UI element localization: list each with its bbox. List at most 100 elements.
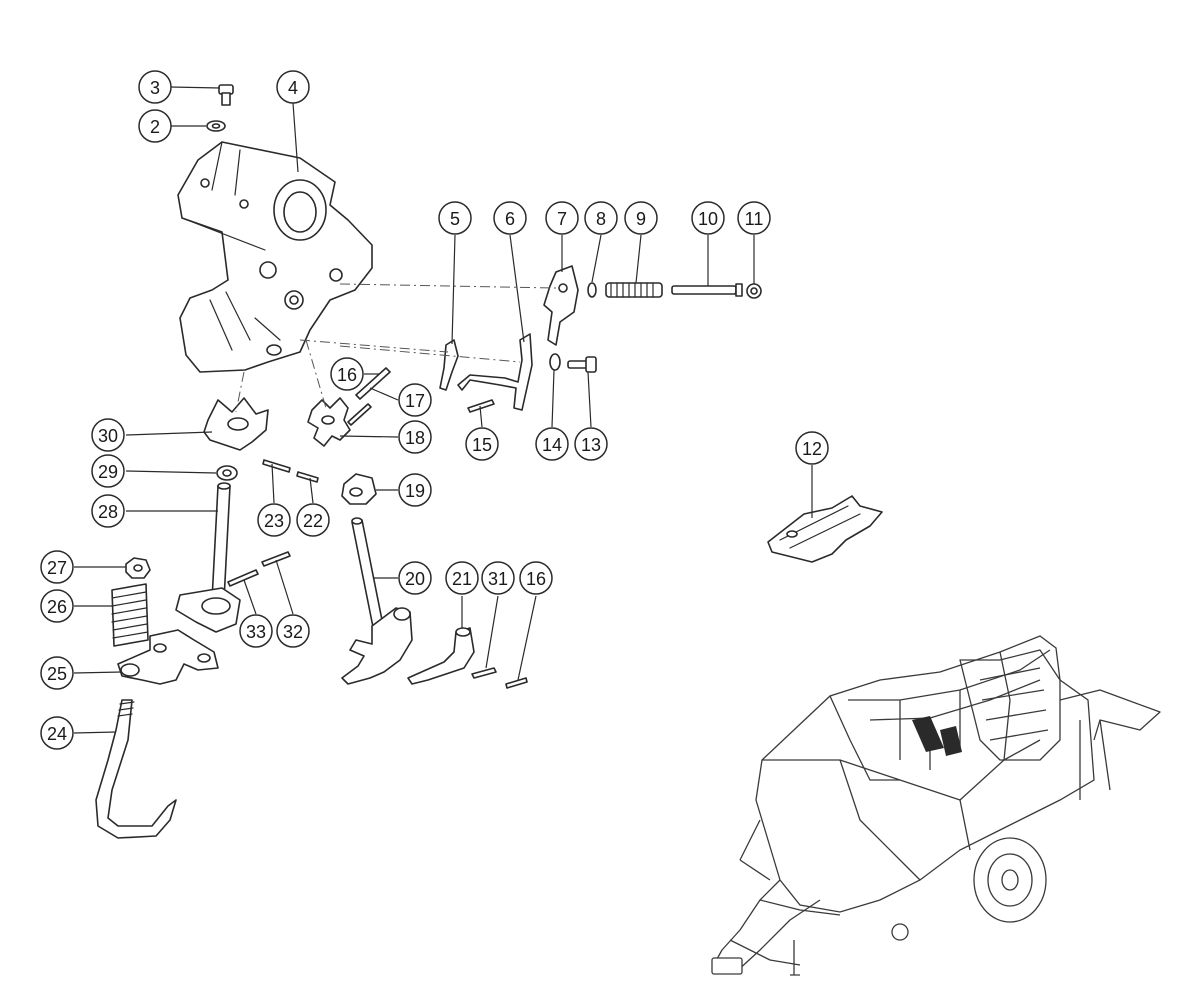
callout-number: 19 <box>405 481 425 501</box>
part-lever-21 <box>407 627 475 685</box>
part-pin-17 <box>347 367 391 426</box>
callout-circle <box>40 550 74 584</box>
callout-circle <box>138 109 172 143</box>
callout-number: 33 <box>246 622 266 642</box>
part-star-gear-18 <box>307 397 351 447</box>
callout-circle <box>737 201 771 235</box>
callout-31: 31 <box>481 561 515 595</box>
callout-number: 16 <box>526 569 546 589</box>
callout-circle <box>138 70 172 104</box>
callout-25: 25 <box>40 656 74 690</box>
callout-circle <box>257 503 291 537</box>
callout-number: 21 <box>452 569 472 589</box>
callout-6: 6 <box>493 201 527 235</box>
callout-number: 11 <box>745 209 764 229</box>
part-washer-14 <box>549 353 561 371</box>
callout-circle <box>40 656 74 690</box>
callout-number: 3 <box>150 78 160 98</box>
callout-4: 4 <box>276 70 310 104</box>
callout-16: 16 <box>330 357 364 391</box>
callout-number: 4 <box>288 78 298 98</box>
callout-9: 9 <box>624 201 658 235</box>
callout-circle <box>296 503 330 537</box>
callout-29: 29 <box>91 454 125 488</box>
callout-number: 8 <box>596 209 606 229</box>
callout-circle <box>691 201 725 235</box>
callout-number: 18 <box>405 428 425 448</box>
callout-number: 22 <box>303 511 323 531</box>
callout-circle <box>398 420 432 454</box>
callout-33: 33 <box>239 614 273 648</box>
part-long-bolt <box>671 283 743 297</box>
callout-circle <box>465 427 499 461</box>
callout-circle <box>438 201 472 235</box>
callout-circle <box>445 561 479 595</box>
callout-number: 28 <box>98 502 118 522</box>
callout-12: 12 <box>795 431 829 465</box>
callout-18: 18 <box>398 420 432 454</box>
callout-number: 5 <box>450 209 460 229</box>
callout-circle <box>535 427 569 461</box>
callout-circle <box>40 589 74 623</box>
part-star-gear-30 <box>203 397 269 451</box>
part-pins-32-33 <box>227 551 291 587</box>
callout-10: 10 <box>691 201 725 235</box>
callout-27: 27 <box>40 550 74 584</box>
part-washer <box>206 120 226 132</box>
callout-circle <box>40 716 74 750</box>
callout-number: 2 <box>150 117 160 137</box>
callout-circle <box>91 418 125 452</box>
part-bolt-13 <box>567 356 597 373</box>
callout-28: 28 <box>91 494 125 528</box>
part-knotter-frame <box>177 141 373 373</box>
callout-circle <box>276 614 310 648</box>
callout-circle <box>91 494 125 528</box>
callout-circle <box>398 473 432 507</box>
part-cam-clip-19 <box>341 473 377 505</box>
callout-24: 24 <box>40 716 74 750</box>
callout-circle <box>276 70 310 104</box>
callout-number: 10 <box>698 209 718 229</box>
callout-number: 31 <box>488 569 508 589</box>
callout-number: 14 <box>542 435 562 455</box>
callout-2: 2 <box>138 109 172 143</box>
callout-circle <box>584 201 618 235</box>
part-cam-plate <box>543 265 579 346</box>
callout-11: 11 <box>737 201 771 235</box>
part-pins-31-16 <box>471 667 528 689</box>
callout-16: 16 <box>519 561 553 595</box>
callout-23: 23 <box>257 503 291 537</box>
part-nut-11 <box>746 283 762 299</box>
callout-32: 32 <box>276 614 310 648</box>
part-plate-12 <box>767 495 883 563</box>
part-pins-22-23 <box>262 459 319 483</box>
callout-30: 30 <box>91 418 125 452</box>
callout-number: 16 <box>337 365 357 385</box>
part-bolt <box>218 84 234 106</box>
part-pin-15 <box>467 399 495 413</box>
center-lines <box>235 283 557 413</box>
callout-13: 13 <box>574 427 608 461</box>
callout-3: 3 <box>138 70 172 104</box>
callout-number: 7 <box>557 209 567 229</box>
callout-number: 6 <box>505 209 515 229</box>
callout-number: 27 <box>47 558 67 578</box>
callout-number: 23 <box>264 511 284 531</box>
callout-circle <box>481 561 515 595</box>
part-washer-29 <box>216 465 238 481</box>
part-bent-arm <box>457 333 533 411</box>
callout-number: 25 <box>47 664 67 684</box>
callout-number: 30 <box>98 426 118 446</box>
callout-number: 17 <box>405 391 425 411</box>
callout-circle <box>91 454 125 488</box>
callout-14: 14 <box>535 427 569 461</box>
callout-number: 9 <box>636 209 646 229</box>
callout-circle <box>239 614 273 648</box>
callout-15: 15 <box>465 427 499 461</box>
part-shaft-28 <box>175 482 241 633</box>
callout-circle <box>574 427 608 461</box>
callout-circle <box>493 201 527 235</box>
part-lever-plate <box>439 339 459 391</box>
